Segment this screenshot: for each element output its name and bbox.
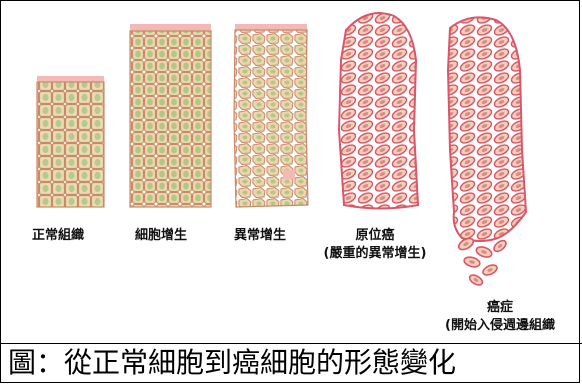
sublabel-carcinoma-in-situ: (嚴重的異常增生) <box>323 246 427 261</box>
sublabel-cancer: (開始入侵週邊組織 <box>445 318 555 333</box>
figure-caption: 圖：從正常細胞到癌細胞的形態變化 <box>8 346 457 379</box>
carcinoma-in-situ-drawing <box>337 12 420 210</box>
dysplasia-drawing <box>233 24 309 208</box>
hyperplasia-drawing <box>129 24 212 208</box>
caption-divider <box>0 343 582 344</box>
cell-progression-illustration <box>36 12 528 286</box>
label-dysplasia: 異常增生 <box>234 228 287 243</box>
label-hyperplasia: 細胞增生 <box>135 228 188 243</box>
label-normal-tissue: 正常組織 <box>32 228 85 243</box>
invasive-cancer-drawing <box>446 16 528 286</box>
label-cancer: 癌症 <box>486 300 513 315</box>
label-carcinoma-in-situ: 原位癌 <box>355 228 395 243</box>
normal-tissue-drawing <box>36 76 105 208</box>
